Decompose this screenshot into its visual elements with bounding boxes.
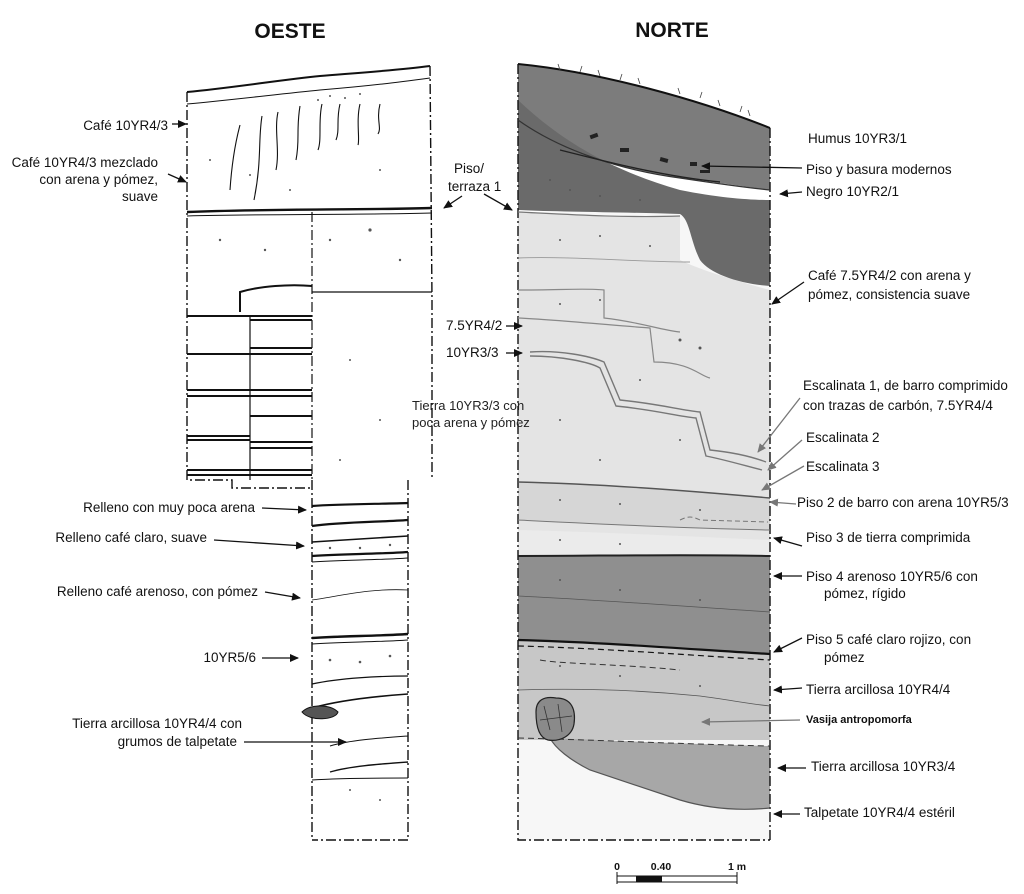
heading-west: OESTE [254,20,325,43]
heading-north: NORTE [635,19,709,42]
scale-bar: 0 0.40 1 m [614,861,746,884]
label-75yr42: 7.5YR4/2 [446,318,502,333]
label-tierra-10yr34: Tierra arcillosa 10YR3/4 [811,759,956,774]
scale-mid: 0.40 [651,861,672,873]
scale-end: 1 m [728,861,746,873]
label-cafe-75yr-2: pómez, consistencia suave [808,287,970,302]
scale-zero: 0 [614,861,620,873]
label-tierra-10yr44: Tierra arcillosa 10YR4/4 [806,682,951,697]
west-labels: Café 10YR4/3 Café 10YR4/3 mezclado con a… [12,118,259,749]
label-escalinata2: Escalinata 2 [806,430,880,445]
label-humus: Humus 10YR3/1 [808,131,907,146]
vessel-shape [535,696,576,741]
label-vasija: Vasija antropomorfa [806,714,913,726]
north-arrows [701,162,806,818]
label-relleno-arenoso: Relleno café arenoso, con pómez [57,584,258,599]
west-profile [186,65,433,841]
west-stipple [209,93,402,801]
label-cafe-mezclado-2: con arena y pómez, [39,172,158,187]
label-piso-terraza-1: Piso/ [454,161,484,176]
label-10yr33: 10YR3/3 [446,345,499,360]
label-cafe-75yr-1: Café 7.5YR4/2 con arena y [808,268,971,283]
label-relleno-cafe-claro: Relleno café claro, suave [55,530,207,545]
label-tierra-arcillosa-west-2: grumos de talpetate [118,734,237,749]
label-piso2: Piso 2 de barro con arena 10YR5/3 [797,495,1009,510]
middle-labels: Piso/ terraza 1 7.5YR4/2 10YR3/3 Tierra … [412,161,530,430]
label-cafe-mezclado-1: Café 10YR4/3 mezclado [12,155,158,170]
label-talpetate: Talpetate 10YR4/4 estéril [804,805,955,820]
label-piso5-2: pómez [824,650,865,665]
label-piso-terraza-2: terraza 1 [448,179,501,194]
label-escalinata1-2: con trazas de carbón, 7.5YR4/4 [803,398,993,413]
label-relleno-poca-arena: Relleno con muy poca arena [83,500,255,515]
label-piso4-2: pómez, rígido [824,586,906,601]
label-piso4-1: Piso 4 arenoso 10YR5/6 con [806,569,978,584]
label-cafe-10yr43: Café 10YR4/3 [83,118,168,133]
label-tierra-10yr33-2: poca arena y pómez [412,415,530,430]
label-tierra-10yr33-1: Tierra 10YR3/3 con [412,398,524,413]
label-cafe-mezclado-3: suave [122,189,158,204]
label-piso3: Piso 3 de tierra comprimida [806,530,971,545]
middle-arrows [443,193,523,357]
north-stipple [549,179,702,687]
label-piso-basura: Piso y basura modernos [806,162,952,177]
west-arrows [167,120,347,746]
label-escalinata1-1: Escalinata 1, de barro comprimido [803,378,1008,393]
north-arrows-grey [701,397,805,726]
label-10yr56-west: 10YR5/6 [203,650,256,665]
label-piso5-1: Piso 5 café claro rojizo, con [806,632,971,647]
north-labels: Humus 10YR3/1 Piso y basura modernos Neg… [797,131,1009,820]
label-tierra-arcillosa-west-1: Tierra arcillosa 10YR4/4 con [72,716,242,731]
label-escalinata3: Escalinata 3 [806,459,880,474]
north-profile [517,63,771,841]
label-negro: Negro 10YR2/1 [806,184,899,199]
